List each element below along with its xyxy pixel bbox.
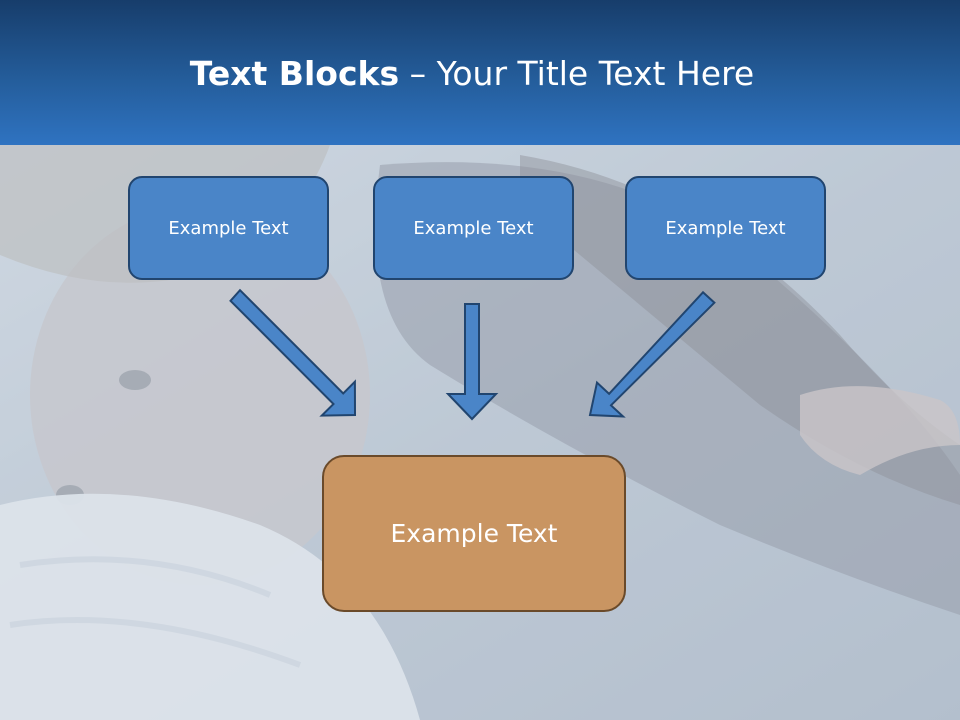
bottom-box[interactable]: Example Text — [322, 455, 626, 612]
top-box-1-label: Example Text — [168, 217, 289, 239]
title-bold: Text Blocks — [189, 54, 400, 93]
top-box-3[interactable]: Example Text — [625, 176, 826, 280]
title-rest: Your Title Text Here — [436, 54, 755, 93]
top-box-2-label: Example Text — [413, 217, 534, 239]
title-band — [0, 0, 960, 145]
top-box-1[interactable]: Example Text — [128, 176, 329, 280]
bottom-box-label: Example Text — [390, 519, 558, 548]
top-box-3-label: Example Text — [665, 217, 786, 239]
top-box-2[interactable]: Example Text — [373, 176, 574, 280]
slide-title: Text Blocks – Your Title Text Here — [0, 52, 944, 96]
title-dash: – — [399, 54, 437, 93]
